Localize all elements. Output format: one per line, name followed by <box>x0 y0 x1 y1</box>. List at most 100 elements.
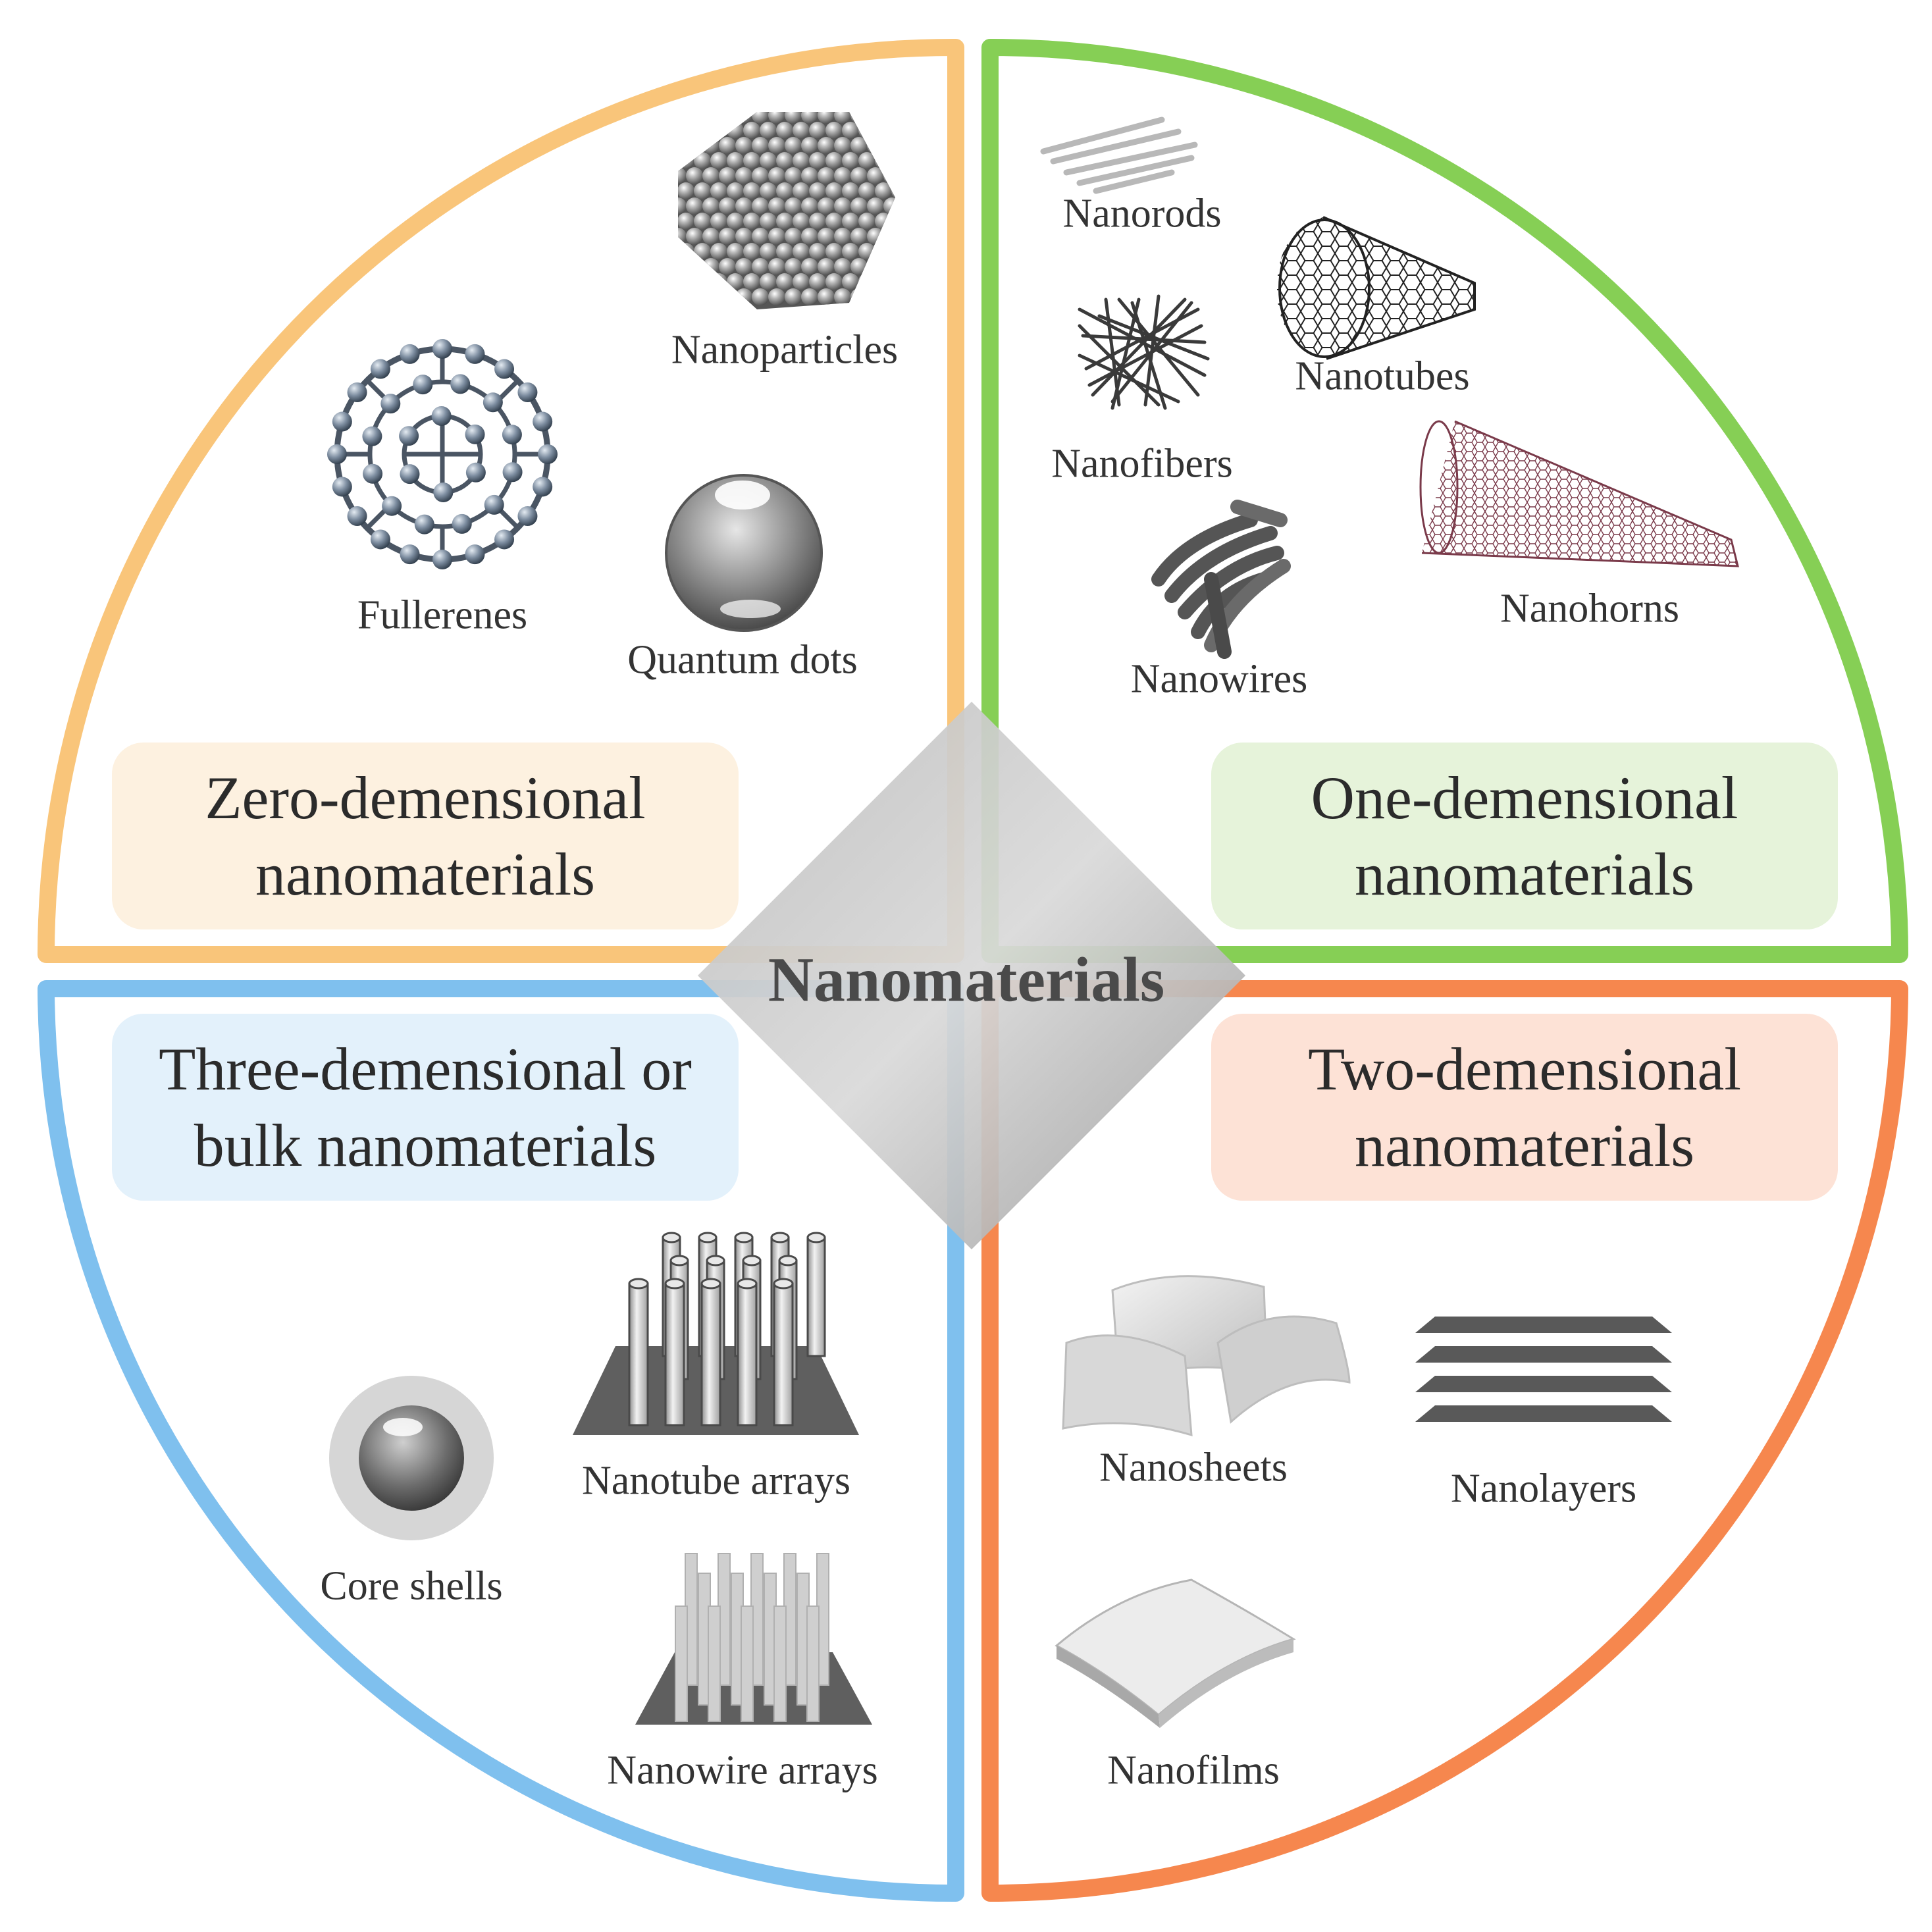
nanofibers-illustration <box>1078 294 1210 410</box>
nanoparticle-atom <box>834 197 851 215</box>
nanoparticle-atom <box>743 152 760 169</box>
category-one-line1: One-demensional <box>1311 764 1738 831</box>
nanoparticle-atom <box>719 167 736 184</box>
nanoparticle-atom <box>776 213 793 230</box>
nanoparticle-atom <box>735 167 752 184</box>
nanoparticle-atom <box>702 258 719 275</box>
nanoparticle-atom <box>710 122 727 139</box>
nanoparticle-atom <box>891 152 895 169</box>
quadrant-frame-three <box>38 980 964 1902</box>
nanotube-cylinder-top <box>742 1255 762 1266</box>
nanowire-rod <box>741 1606 754 1722</box>
nanoparticle-atom <box>694 182 711 199</box>
nanoparticle-atom <box>752 258 769 275</box>
nanoparticle-atom <box>850 112 868 124</box>
nanoparticle-atom <box>743 273 760 290</box>
nanoparticle-atom <box>842 122 859 139</box>
fullerene-atom <box>432 339 452 359</box>
nanoparticle-atom <box>752 197 769 215</box>
nanorods-illustration <box>1040 117 1198 194</box>
fullerene-atom <box>370 529 390 550</box>
nanoparticle-atom <box>875 152 892 169</box>
nanoparticle-atom <box>867 228 884 245</box>
fullerene-atom <box>400 544 420 565</box>
category-two-dimensional: Two-demensional nanomaterials <box>1211 1014 1838 1201</box>
fullerene-atom <box>400 464 420 484</box>
nanoparticle-atom <box>858 273 875 290</box>
nanoparticle-atom <box>678 197 687 215</box>
nanoparticle-atom <box>776 152 793 169</box>
nanoparticle-atom <box>793 152 810 169</box>
nanoparticle-atom <box>850 137 868 154</box>
nanoparticle-atom <box>686 228 703 245</box>
category-three-line1: Three-demensional or <box>159 1035 692 1103</box>
nanotube-cylinder-top <box>628 1278 649 1290</box>
label-nanotube-arrays: Nanotube arrays <box>582 1458 850 1503</box>
fullerene-atom <box>432 550 452 569</box>
nanoparticle-atom <box>760 243 777 260</box>
nanoparticle-atom <box>760 122 777 139</box>
fullerene-atom <box>433 482 454 502</box>
nanoparticle-atom <box>825 122 843 139</box>
fullerene-atom <box>517 382 538 402</box>
quadrant-frame-zero <box>38 38 964 963</box>
center-title: Nanomaterials <box>768 944 1165 1015</box>
nanoparticle-atom <box>768 288 785 305</box>
nanoparticle-atom <box>883 197 895 215</box>
nanoparticle-atom <box>891 243 895 260</box>
nanoparticle-atom <box>710 273 727 290</box>
nanoparticle-atom <box>743 243 760 260</box>
nanoparticle-atom <box>678 273 694 290</box>
nanoparticle-atom <box>776 273 793 290</box>
nanohorn-illustration <box>1419 420 1739 567</box>
label-nanohorns: Nanohorns <box>1500 586 1680 631</box>
nanowire-rod <box>708 1606 721 1722</box>
nanoparticle-atom <box>809 273 826 290</box>
nanoparticle-atom <box>850 167 868 184</box>
nanowire-rod <box>806 1606 820 1722</box>
nanoparticle-atom <box>801 137 818 154</box>
fullerene-atom <box>332 411 352 432</box>
category-one-line2: nanomaterials <box>1354 841 1695 908</box>
box-three-bg <box>112 1014 739 1201</box>
nanoparticle-atom <box>825 243 843 260</box>
nanotube-cylinder <box>806 1236 826 1357</box>
nanoparticle-atom <box>883 288 895 305</box>
nanoparticle-atom <box>768 137 785 154</box>
nanowire-rod <box>675 1606 688 1722</box>
nanoparticle-atom <box>801 258 818 275</box>
fullerene-atom <box>465 462 486 483</box>
nanoparticle-atom <box>867 112 884 124</box>
nanoparticle-atom <box>710 213 727 230</box>
label-nanolayers: Nanolayers <box>1450 1466 1637 1511</box>
label-nanotubes: Nanotubes <box>1295 353 1470 399</box>
label-core-shells: Core shells <box>320 1563 503 1609</box>
nanoparticle-atom <box>834 258 851 275</box>
box-two-bg <box>1211 1014 1838 1201</box>
nanoparticle-atom <box>702 137 719 154</box>
category-zero-dimensional: Zero-demensional nanomaterials <box>112 743 739 929</box>
nanoparticle-atom <box>809 182 826 199</box>
nanotube-cylinder-top <box>669 1255 689 1266</box>
fullerene-atom <box>517 506 538 527</box>
nanoparticle-atom <box>834 288 851 305</box>
nanoparticle-atom <box>694 213 711 230</box>
nanoparticle-atom <box>678 228 687 245</box>
category-one-dimensional: One-demensional nanomaterials <box>1211 743 1838 929</box>
nanotube-cylinder-top <box>698 1232 718 1243</box>
nanotube-cylinder-top <box>773 1278 794 1290</box>
fullerene-atom <box>502 425 522 445</box>
nanoparticle-atom <box>752 167 769 184</box>
nanoparticle-atom <box>801 112 818 124</box>
fullerene-atom <box>370 359 390 379</box>
nanoparticle-atom <box>694 122 711 139</box>
nanoparticle-atom <box>785 137 802 154</box>
nanoparticle-atom <box>883 112 895 124</box>
nanoparticle-atom <box>752 228 769 245</box>
nanoparticle-atom <box>743 182 760 199</box>
label-nanorods: Nanorods <box>1062 191 1222 236</box>
nanoparticle-atom <box>694 152 711 169</box>
nanoparticle-atom <box>875 273 892 290</box>
nanoparticle-atom <box>768 112 785 124</box>
